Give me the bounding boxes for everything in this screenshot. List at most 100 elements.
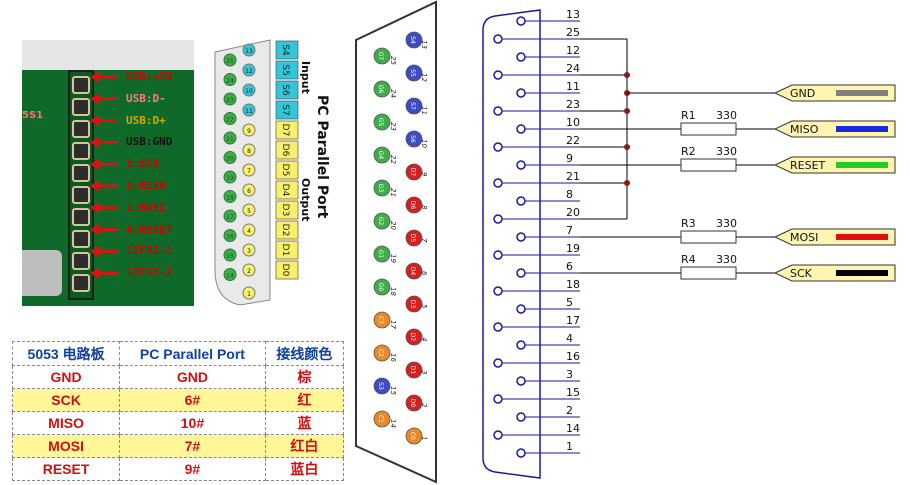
port-pin — [223, 53, 237, 67]
port-pin-number: 7 — [247, 168, 251, 175]
schematic-pin-number: 12 — [566, 44, 580, 57]
resistor-ref: R4 — [681, 253, 696, 266]
cell-board: GND — [11, 365, 121, 389]
header-pin-pad — [72, 76, 90, 94]
board-arrow-head — [90, 245, 100, 258]
port-signal-name: D3 — [280, 204, 290, 217]
board-silkscreen-mark: 5S1 — [22, 110, 44, 121]
junction-dot — [624, 108, 630, 114]
db25-pin — [405, 196, 423, 214]
port-pin-number: 18 — [226, 195, 234, 202]
wiring-table-header-row: 5053 电路板 PC Parallel Port 接线颜色 — [11, 341, 345, 366]
port-signal-name: D6 — [280, 144, 290, 157]
port-pin — [223, 112, 237, 125]
port-pin — [223, 229, 237, 242]
schematic-pin-circle — [493, 286, 503, 296]
board-arrow-head — [90, 158, 100, 171]
port-pin-number: 2 — [247, 268, 251, 275]
signal-name: MOSI — [790, 231, 818, 244]
db25-pin-name: G3 — [377, 184, 384, 193]
db25-pin — [405, 64, 423, 82]
header-pin-pad — [72, 98, 90, 116]
schematic-pin-number: 22 — [566, 134, 580, 147]
schematic-pin-circle — [493, 322, 503, 332]
board-pin-label: 11F32-2 — [126, 266, 173, 280]
db25-pin — [405, 361, 423, 379]
wire-color-swatch — [836, 90, 888, 96]
db25-pin-name: D3 — [409, 300, 416, 309]
schematic-pin-circle — [516, 304, 526, 314]
port-pin-number: 9 — [247, 128, 251, 135]
port-pin-number: 12 — [245, 68, 253, 75]
board-arrow-head — [90, 136, 100, 149]
board-arrow-head — [90, 92, 100, 105]
port-pin-number: 15 — [226, 253, 234, 260]
input-label: Input — [299, 61, 312, 94]
board-pin-label: 3:SCK — [126, 157, 160, 171]
wiring-table: 5053 电路板 PC Parallel Port 接线颜色 GND GND 棕… — [11, 341, 345, 481]
schematic-pin-number: 25 — [566, 26, 580, 39]
port-signal-name: S4 — [280, 44, 290, 56]
port-signal-name: D4 — [280, 184, 290, 197]
port-signal-box — [275, 80, 299, 100]
port-pin-number: 4 — [247, 228, 251, 235]
schematic-pin-number: 7 — [566, 224, 573, 237]
db25-pin-name: G4 — [377, 151, 384, 160]
resistor-ref: R2 — [681, 145, 696, 158]
port-pin — [242, 43, 256, 57]
port-pin — [242, 163, 256, 177]
port-signal-name: D2 — [280, 224, 290, 237]
db25-pin — [405, 31, 423, 49]
schematic-pin-circle — [493, 142, 503, 152]
db25-pin-number: 2 — [420, 403, 428, 408]
port-signal-name: D0 — [280, 264, 290, 277]
port-signal-name: S5 — [280, 64, 290, 75]
cell-color: 棕 — [264, 365, 345, 389]
cell-port: GND — [119, 365, 266, 389]
port-pin — [242, 243, 256, 257]
db25-pin-name: D6 — [409, 201, 416, 210]
schematic-pin-number: 18 — [566, 278, 580, 291]
db25-pin-number: 20 — [389, 221, 397, 230]
cell-board: MOSI — [11, 434, 121, 458]
db25-pin-name: G6 — [377, 85, 384, 94]
port-pin-number: 10 — [245, 88, 253, 95]
resistor-ref: R3 — [681, 217, 696, 230]
cell-color: 红白 — [264, 434, 345, 458]
db25-pin-number: 12 — [420, 73, 428, 82]
schematic-pin-number: 4 — [566, 332, 573, 345]
port-pin — [223, 190, 237, 203]
db25-pin-name: C3 — [377, 316, 384, 324]
header-pin-pad — [72, 120, 90, 138]
port-signal-box — [275, 200, 299, 220]
cell-port: 7# — [119, 434, 266, 458]
db25-pin-name: G1 — [377, 250, 384, 259]
board-pin-label: USB:+5V — [126, 70, 173, 83]
db25-pin-number: 4 — [420, 337, 428, 341]
db25-pin — [373, 47, 391, 65]
schematic-pin-circle — [493, 430, 503, 440]
db25-pin-number: 19 — [389, 254, 397, 263]
schematic-pin-circle — [493, 178, 503, 188]
signal-tag — [773, 84, 896, 102]
signal-name: SCK — [790, 267, 813, 280]
schematic-pin-number: 11 — [566, 80, 580, 93]
schematic-pin-circle — [516, 448, 526, 458]
table-row: RESET 9# 蓝白 — [11, 457, 345, 481]
port-signal-name: D5 — [280, 164, 290, 177]
db25-pin-number: 13 — [420, 40, 428, 49]
db25-pin — [373, 113, 391, 131]
db25-pin-number: 6 — [420, 271, 428, 276]
port-signal-box — [275, 260, 299, 280]
table-row: MISO 10# 蓝 — [11, 411, 345, 435]
schematic-pin-circle — [516, 412, 526, 422]
port-pin-number: 22 — [226, 117, 234, 124]
db25-pin-number: 18 — [389, 287, 397, 296]
schematic-pin-circle — [493, 106, 503, 116]
db25-pin-name: G7 — [377, 52, 384, 61]
port-signal-name: S7 — [280, 104, 290, 115]
junction-dot — [624, 144, 630, 150]
signal-tag — [773, 264, 896, 282]
